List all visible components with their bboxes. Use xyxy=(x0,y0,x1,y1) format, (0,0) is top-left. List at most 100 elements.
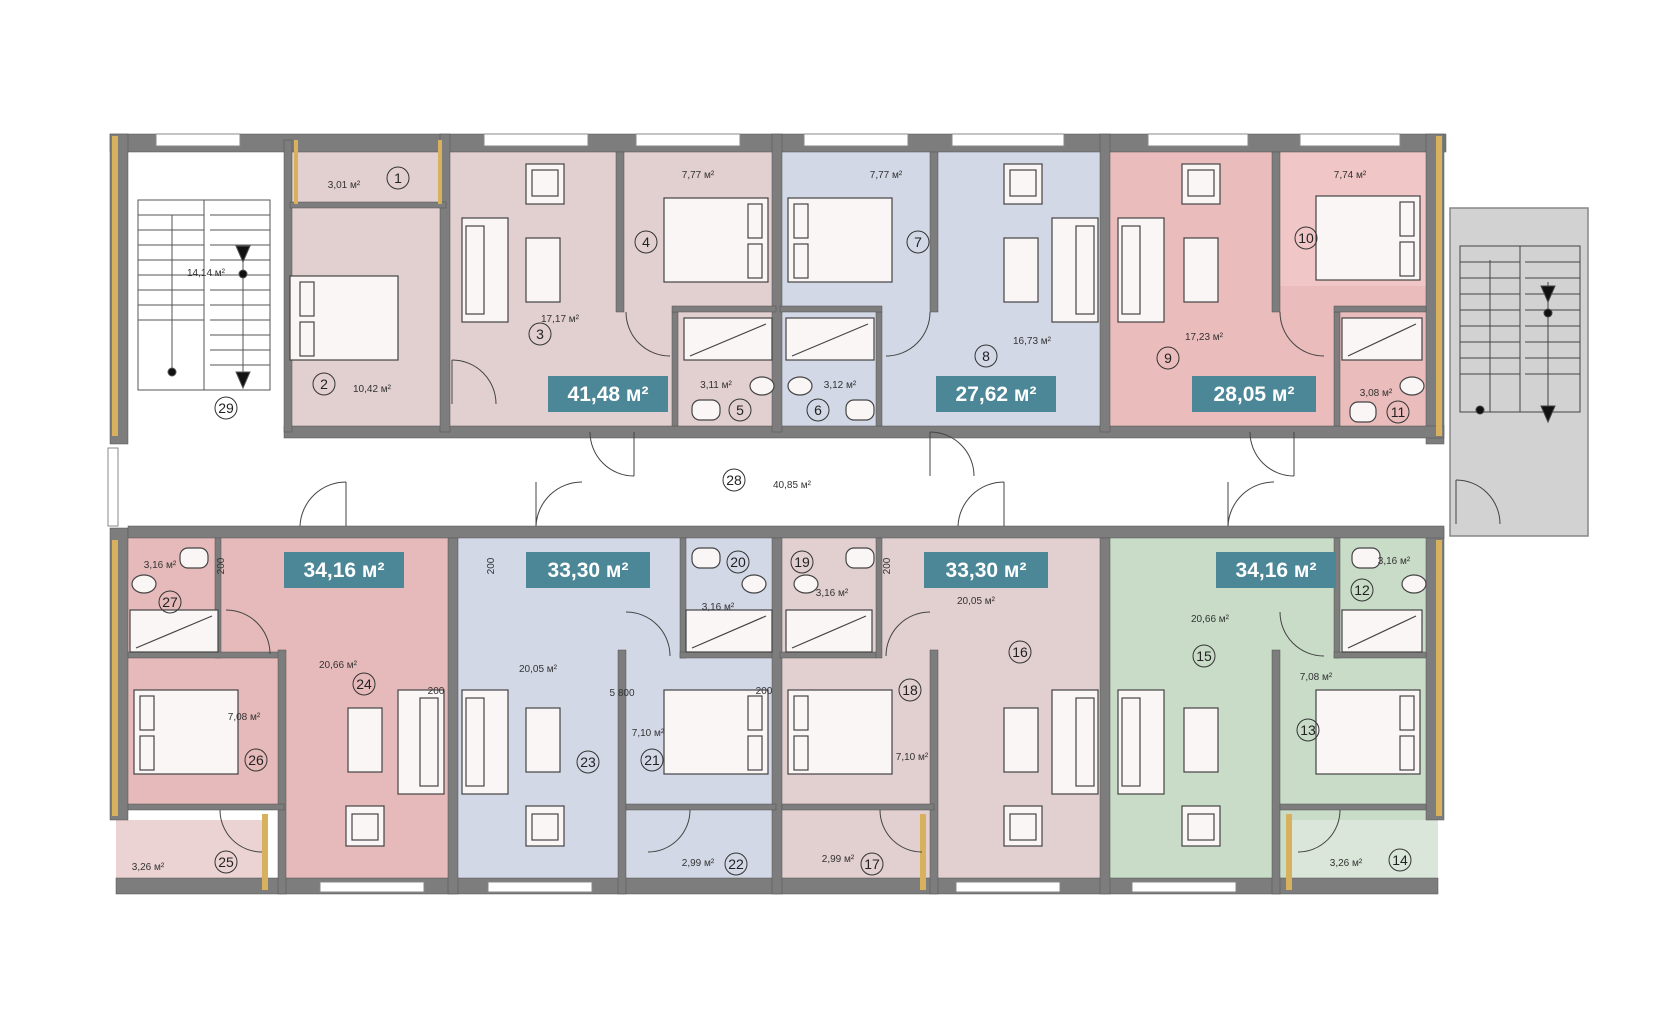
room-area: 7,77 м² xyxy=(870,170,903,181)
dimension-labels: 200 200 200 200 200 5 800 xyxy=(216,557,893,699)
room-number: 17 xyxy=(864,856,880,872)
wall-insulation xyxy=(112,136,1442,890)
room-area: 3,11 м² xyxy=(700,380,732,391)
room-number: 26 xyxy=(248,752,264,768)
svg-text:41,48 м²: 41,48 м² xyxy=(568,383,649,406)
room-number: 21 xyxy=(644,752,660,768)
room-number-marker xyxy=(898,678,922,702)
room-area: 7,10 м² xyxy=(632,728,665,739)
room-area: 3,16 м² xyxy=(144,560,177,571)
apartment-badge[interactable]: 33,30 м² xyxy=(924,552,1048,588)
room-area: 7,08 м² xyxy=(1300,672,1333,683)
room-area: 3,16 м² xyxy=(702,602,735,613)
room-area: 2,99 м² xyxy=(682,858,715,869)
dimension-label: 5 800 xyxy=(609,688,634,699)
room-number: 2 xyxy=(320,376,328,392)
room-area: 20,05 м² xyxy=(519,664,558,675)
room-number-marker xyxy=(728,398,752,422)
room-number: 1 xyxy=(394,170,402,186)
windows xyxy=(107,133,1401,893)
room-area: 7,08 м² xyxy=(228,712,261,723)
stair-left xyxy=(137,199,271,391)
room-number-marker xyxy=(906,230,930,254)
room-number-marker xyxy=(860,852,884,876)
room-number-marker xyxy=(724,852,748,876)
room-area: 10,42 м² xyxy=(353,384,392,395)
stair-right xyxy=(1455,245,1581,525)
room-number: 8 xyxy=(982,348,990,364)
room-number: 4 xyxy=(642,234,650,250)
room-number: 13 xyxy=(1300,722,1316,738)
apartment-badge[interactable]: 33,30 м² xyxy=(526,552,650,588)
room-number: 23 xyxy=(580,754,596,770)
room-number-marker xyxy=(1294,226,1318,250)
apartment-badge[interactable]: 34,16 м² xyxy=(1216,552,1336,588)
svg-text:34,16 м²: 34,16 м² xyxy=(1236,559,1317,582)
room-number-marker xyxy=(158,590,182,614)
room-area: 7,74 м² xyxy=(1334,170,1367,181)
stairwell-room xyxy=(128,155,284,417)
doors xyxy=(219,311,1341,853)
room-area: 17,17 м² xyxy=(541,314,580,325)
dimension-label: 200 xyxy=(756,686,773,697)
room-area: 3,26 м² xyxy=(1330,858,1363,869)
room-area: 16,73 м² xyxy=(1013,336,1052,347)
room-number: 15 xyxy=(1196,648,1212,664)
room-area: 14,14 м² xyxy=(187,268,226,279)
room-number-marker xyxy=(576,750,600,774)
room-number: 22 xyxy=(728,856,744,872)
svg-text:33,30 м²: 33,30 м² xyxy=(946,559,1027,582)
room-area: 3,01 м² xyxy=(328,180,361,191)
room-area: 20,05 м² xyxy=(957,596,996,607)
room-number-marker xyxy=(790,550,814,574)
svg-text:27,62 м²: 27,62 м² xyxy=(956,383,1037,406)
room-area: 3,08 м² xyxy=(1360,388,1393,399)
room-number-marker xyxy=(1156,346,1180,370)
room-number: 20 xyxy=(730,554,746,570)
dimension-label: 200 xyxy=(428,686,445,697)
dimension-label: 200 xyxy=(486,557,497,574)
furniture xyxy=(129,163,1427,847)
room-number-marker xyxy=(806,398,830,422)
room-number: 11 xyxy=(1391,404,1406,420)
room-area: 7,10 м² xyxy=(896,752,929,763)
room-number-marker xyxy=(244,748,268,772)
room-number: 5 xyxy=(736,402,744,418)
room-number: 25 xyxy=(218,854,234,870)
room-number: 9 xyxy=(1164,350,1172,366)
room-number: 12 xyxy=(1354,582,1370,598)
room-number: 3 xyxy=(536,326,544,342)
room-number-marker xyxy=(528,322,552,346)
room-number-marker xyxy=(214,850,238,874)
outside-stair xyxy=(1449,207,1589,537)
room-number-marker xyxy=(1386,400,1410,424)
room-number-marker xyxy=(1296,718,1320,742)
room-number-marker xyxy=(726,550,750,574)
room-number-marker xyxy=(214,396,238,420)
apartment-badge[interactable]: 34,16 м² xyxy=(284,552,404,588)
room-number: 16 xyxy=(1012,644,1028,660)
room-number: 10 xyxy=(1298,230,1314,246)
walls xyxy=(109,133,1447,895)
room-area: 17,23 м² xyxy=(1185,332,1224,343)
room-number: 27 xyxy=(162,594,178,610)
room-number-marker xyxy=(352,672,376,696)
room-number-marker xyxy=(640,748,664,772)
room-number-marker xyxy=(312,372,336,396)
apartment-badge[interactable]: 27,62 м² xyxy=(936,376,1056,412)
room-area: 20,66 м² xyxy=(319,660,358,671)
room-area: 3,16 м² xyxy=(1378,556,1411,567)
room-number: 29 xyxy=(218,400,234,416)
room-area: 7,77 м² xyxy=(682,170,715,181)
room-number: 18 xyxy=(902,682,918,698)
room-area: 3,16 м² xyxy=(816,588,849,599)
room-number: 14 xyxy=(1392,852,1408,868)
room-area: 2,99 м² xyxy=(822,854,855,865)
svg-text:28,05 м²: 28,05 м² xyxy=(1214,383,1295,406)
apartment-badge[interactable]: 28,05 м² xyxy=(1192,376,1316,412)
room-number-marker xyxy=(634,230,658,254)
apartment-badge[interactable]: 41,48 м² xyxy=(548,376,668,412)
svg-text:33,30 м²: 33,30 м² xyxy=(548,559,629,582)
dimension-label: 200 xyxy=(216,557,227,574)
